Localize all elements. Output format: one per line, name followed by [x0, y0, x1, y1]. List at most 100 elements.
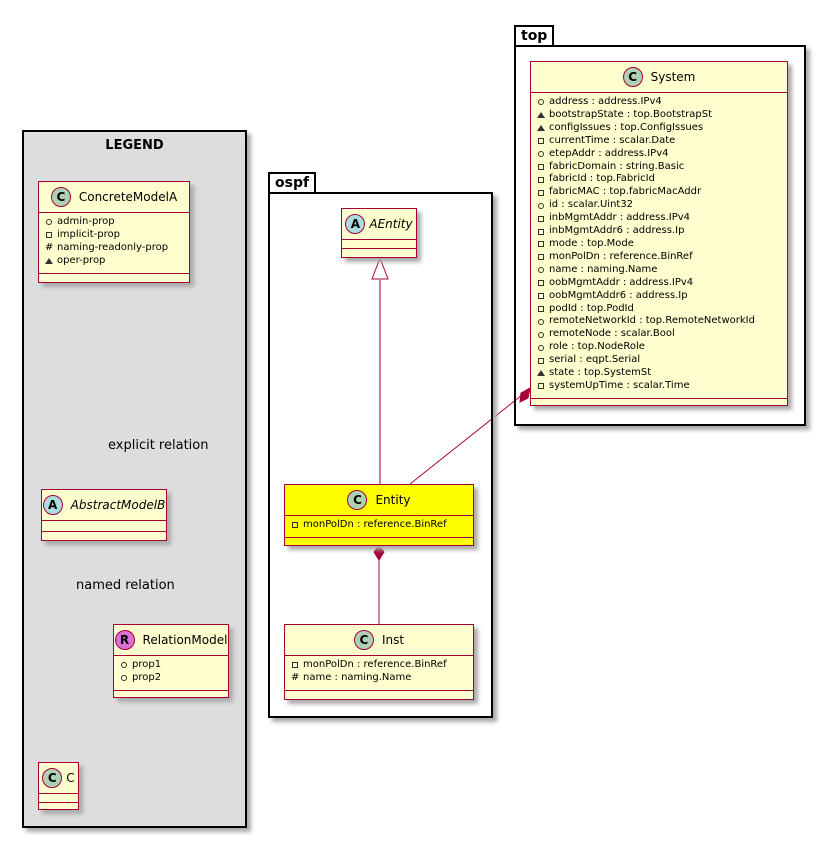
class-name: C	[66, 771, 75, 785]
attribute-row: inbMgmtAddr6 : address.Ip	[537, 225, 781, 238]
attribute-text: etepAddr : address.IPv4	[549, 147, 669, 159]
attribute-row: monPolDn : reference.BinRef	[291, 519, 467, 532]
attribute-row: remoteNode : scalar.Bool	[537, 328, 781, 341]
class-badge-icon: C	[622, 67, 643, 87]
public-icon	[538, 202, 544, 209]
attribute-text: bootstrapState : top.BootstrapSt	[549, 108, 712, 120]
package-tab-top: top	[514, 25, 554, 45]
attribute-row: state : top.SystemSt	[537, 367, 781, 380]
private-icon	[538, 215, 544, 222]
private-icon	[538, 305, 544, 312]
attribute-row: id : scalar.Uint32	[537, 199, 781, 212]
abstract-badge-icon: A	[345, 214, 366, 234]
public-icon	[538, 318, 544, 325]
attribute-text: inbMgmtAddr : address.IPv4	[549, 212, 691, 224]
attribute-row: name : naming.Name	[537, 264, 781, 277]
entity-inst-diamond	[373, 544, 385, 561]
package-ospf	[268, 192, 493, 718]
attribute-row: oobMgmtAddr6 : address.Ip	[537, 290, 781, 303]
class-badge-icon: C	[50, 187, 71, 207]
private-icon	[538, 280, 544, 287]
private-icon	[538, 357, 544, 364]
public-icon	[121, 675, 127, 682]
class-badge-icon: C	[347, 490, 368, 510]
attribute-text: oobMgmtAddr6 : address.Ip	[549, 289, 688, 301]
attribute-text: id : scalar.Uint32	[549, 199, 634, 211]
abstract-badge-icon: A	[42, 495, 63, 515]
class-inst: C Inst monPolDn : reference.BinRef #name…	[284, 624, 474, 700]
attribute-row: prop2	[120, 672, 222, 685]
private-icon	[292, 662, 298, 669]
attribute-text: remoteNetworkId : top.RemoteNetworkId	[549, 315, 755, 327]
attribute-row: admin-prop	[45, 216, 183, 229]
attribute-row: mode : top.Mode	[537, 238, 781, 251]
private-icon	[538, 189, 544, 196]
class-name: RelationModel	[142, 633, 228, 647]
class-name: AEntity	[369, 217, 413, 231]
attribute-row: monPolDn : reference.BinRef	[537, 251, 781, 264]
package-tab-ospf: ospf	[268, 172, 316, 192]
class-abstract-model-b: A AbstractModelB	[41, 489, 167, 541]
attribute-text: fabricMAC : top.fabricMacAddr	[549, 186, 702, 198]
system-entity-line	[409, 394, 523, 485]
attribute-row: currentTime : scalar.Date	[537, 135, 781, 148]
named-relation-label: named relation	[76, 578, 175, 593]
attribute-row: serial : eqpt.Serial	[537, 354, 781, 367]
attribute-row: fabricId : top.FabricId	[537, 173, 781, 186]
attribute-row: etepAddr : address.IPv4	[537, 148, 781, 161]
private-icon	[538, 254, 544, 261]
attribute-text: fabricId : top.FabricId	[549, 173, 655, 185]
public-icon	[46, 219, 52, 226]
legend-title: LEGEND	[105, 138, 164, 153]
system-entity-diamond	[519, 387, 531, 403]
attribute-row: implicit-prop	[45, 229, 183, 242]
public-icon	[538, 99, 544, 106]
attribute-text: configIssues : top.ConfigIssues	[549, 121, 704, 133]
public-icon	[538, 344, 544, 351]
attribute-row: inbMgmtAddr : address.IPv4	[537, 212, 781, 225]
class-c: C C	[38, 762, 79, 810]
attribute-row: configIssues : top.ConfigIssues	[537, 122, 781, 135]
public-icon	[538, 331, 544, 338]
class-name: System	[650, 70, 696, 84]
attribute-row: systemUpTime : scalar.Time	[537, 380, 781, 393]
attribute-row: #naming-readonly-prop	[45, 241, 169, 253]
class-badge-icon: C	[42, 768, 63, 788]
class-aentity: A AEntity	[341, 208, 417, 258]
attribute-row: prop1	[120, 659, 222, 672]
attribute-text: fabricDomain : string.Basic	[549, 160, 685, 172]
private-icon	[292, 522, 298, 529]
attribute-row: address : address.IPv4	[537, 96, 781, 109]
private-icon	[538, 383, 544, 390]
package-icon	[537, 370, 545, 377]
attribute-row: remoteNetworkId : top.RemoteNetworkId	[537, 315, 781, 328]
attribute-text: currentTime : scalar.Date	[549, 134, 676, 146]
attribute-text: mode : top.Mode	[549, 237, 634, 249]
public-icon	[121, 662, 127, 669]
attribute-text: podId : top.PodId	[549, 302, 634, 314]
relation-badge-icon: R	[114, 630, 135, 650]
inheritance-triangle	[371, 256, 389, 280]
attribute-row: fabricMAC : top.fabricMacAddr	[537, 186, 781, 199]
private-icon	[538, 176, 544, 183]
public-icon	[538, 267, 544, 274]
class-name: Entity	[375, 493, 411, 507]
class-entity: C Entity monPolDn : reference.BinRef	[284, 484, 474, 546]
explicit-relation-label: explicit relation	[108, 438, 209, 453]
attribute-text: inbMgmtAddr6 : address.Ip	[549, 225, 685, 237]
class-name: AbstractModelB	[70, 498, 166, 512]
attribute-text: remoteNode : scalar.Bool	[549, 328, 675, 340]
package-icon	[537, 112, 545, 119]
protected-icon: #	[45, 241, 54, 253]
attribute-text: serial : eqpt.Serial	[549, 354, 641, 366]
private-icon	[538, 241, 544, 248]
attribute-row: oper-prop	[45, 255, 183, 268]
attribute-row: podId : top.PodId	[537, 303, 781, 316]
attribute-text: address : address.IPv4	[549, 96, 662, 107]
package-icon	[45, 258, 53, 265]
package-icon	[537, 125, 545, 132]
class-name: Inst	[381, 633, 405, 647]
attribute-text: monPolDn : reference.BinRef	[549, 250, 693, 262]
attribute-row: bootstrapState : top.BootstrapSt	[537, 109, 781, 122]
